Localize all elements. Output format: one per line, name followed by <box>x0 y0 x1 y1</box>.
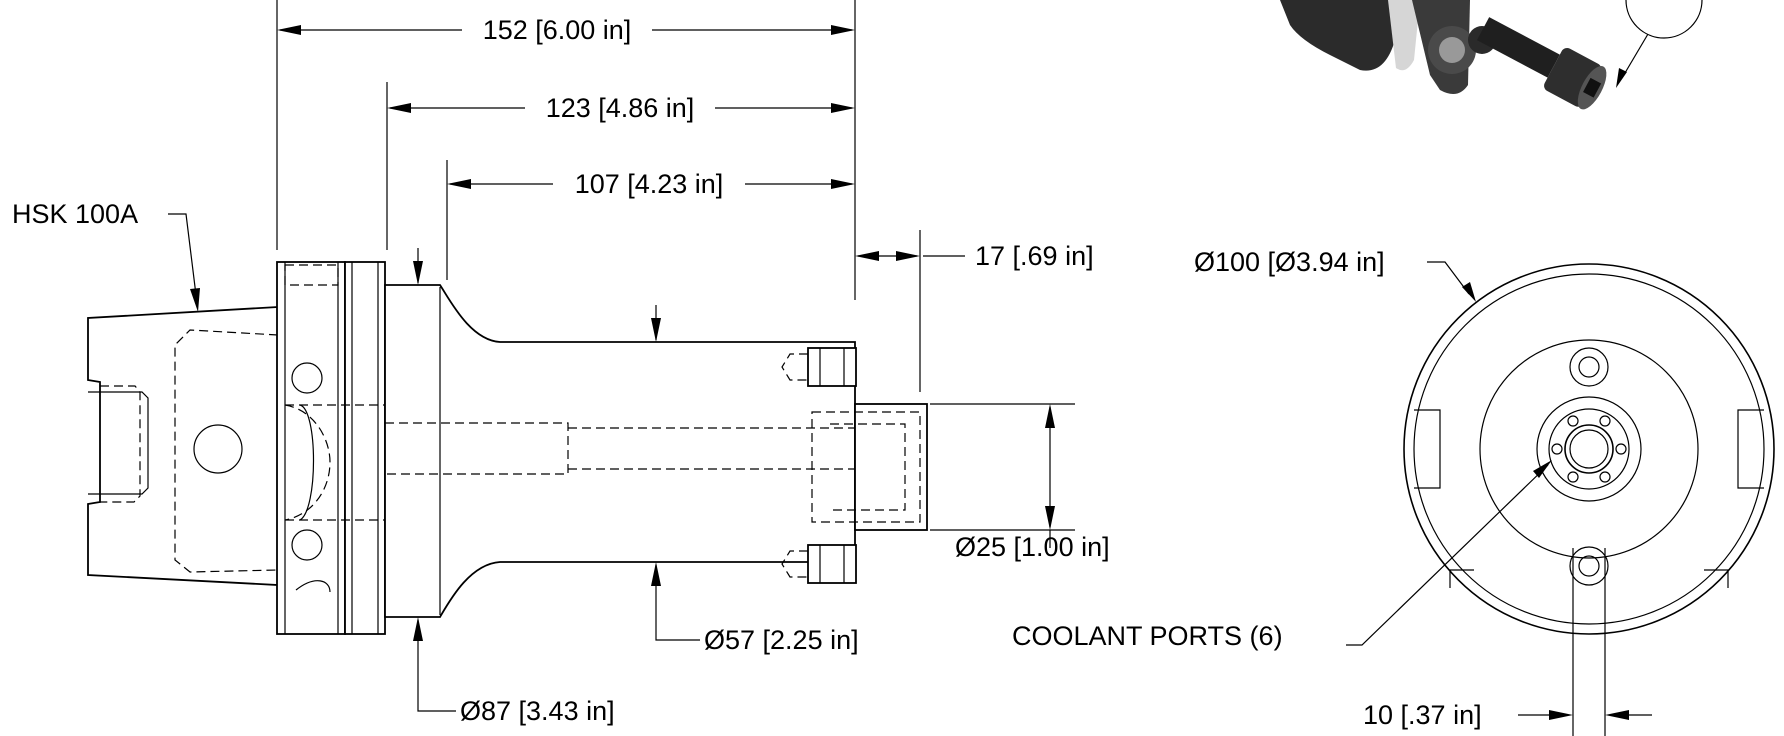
dim-slot-width: 10 [.37 in] <box>1363 700 1482 730</box>
pilot <box>854 403 928 531</box>
flange-collar <box>344 261 386 635</box>
side-view-dimensions <box>168 0 1075 712</box>
screw-head-bottom <box>1569 546 1609 586</box>
shank-bore-hidden <box>385 422 855 475</box>
face-inner <box>1413 273 1765 625</box>
isometric-render <box>1280 0 1703 110</box>
dim-shank-diameter: Ø57 [2.25 in] <box>704 625 859 655</box>
flange-cutout <box>295 404 331 593</box>
shank-circle <box>1479 339 1699 559</box>
bottom-notch <box>1449 569 1729 588</box>
pilot-outer <box>1536 396 1642 502</box>
dim-pilot-length: 17 [.69 in] <box>975 241 1094 271</box>
drive-slot-right <box>1737 409 1764 489</box>
taper-slot <box>88 391 149 495</box>
flange-collar-edges <box>284 262 379 634</box>
flange-gripper <box>276 261 346 635</box>
flange-hole-top <box>291 362 323 394</box>
balloon <box>1625 0 1703 39</box>
dim-flange-diameter: Ø87 [3.43 in] <box>460 696 615 726</box>
dim-flange-to-end: 123 [4.86 in] <box>546 93 695 123</box>
dimension-labels: 152 [6.00 in] 123 [4.86 in] 107 [4.23 in… <box>12 15 1482 730</box>
screw-bottom <box>781 544 857 584</box>
coolant-ports <box>1551 415 1627 483</box>
dim-face-diameter: Ø100 [Ø3.94 in] <box>1194 247 1385 277</box>
callout-coolant-ports: COOLANT PORTS (6) <box>1012 621 1283 651</box>
flange-hidden-pocket <box>284 264 339 286</box>
dim-shank-length: 107 [4.23 in] <box>575 169 724 199</box>
screw-head-top <box>1569 347 1609 387</box>
side-view <box>87 261 928 635</box>
end-view-dimensions <box>1346 261 1652 720</box>
shank-body <box>384 284 856 618</box>
taper-bore-hidden <box>174 329 279 573</box>
dim-overall-length: 152 [6.00 in] <box>483 15 632 45</box>
screw-top <box>781 347 857 387</box>
taper-slot-hidden <box>100 385 141 503</box>
end-view <box>1403 263 1775 736</box>
drive-slot-left <box>1414 409 1441 489</box>
taper-hole <box>193 424 243 474</box>
face-outer <box>1403 263 1775 635</box>
render-screw-shank <box>1476 17 1560 78</box>
dim-pilot-diameter: Ø25 [1.00 in] <box>955 532 1110 562</box>
flange-bore-hidden <box>284 404 385 521</box>
render-body <box>1280 0 1410 71</box>
flange-hole-bottom <box>291 529 323 561</box>
hsk-taper <box>87 306 279 586</box>
pilot-hidden <box>811 411 921 523</box>
callout-taper: HSK 100A <box>12 199 138 229</box>
